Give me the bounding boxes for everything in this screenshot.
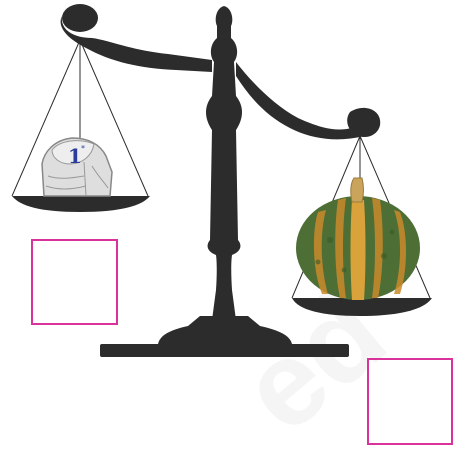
stone-weight-icon: 1 *: [42, 138, 112, 196]
answer-box-right[interactable]: [367, 358, 453, 445]
balance-column: [206, 6, 242, 320]
pumpkin-icon: [296, 178, 420, 300]
left-pan-dish: [12, 196, 150, 212]
answer-box-left[interactable]: [31, 239, 118, 325]
weight-unit-mark: *: [81, 144, 85, 153]
weight-label: 1: [68, 144, 82, 168]
